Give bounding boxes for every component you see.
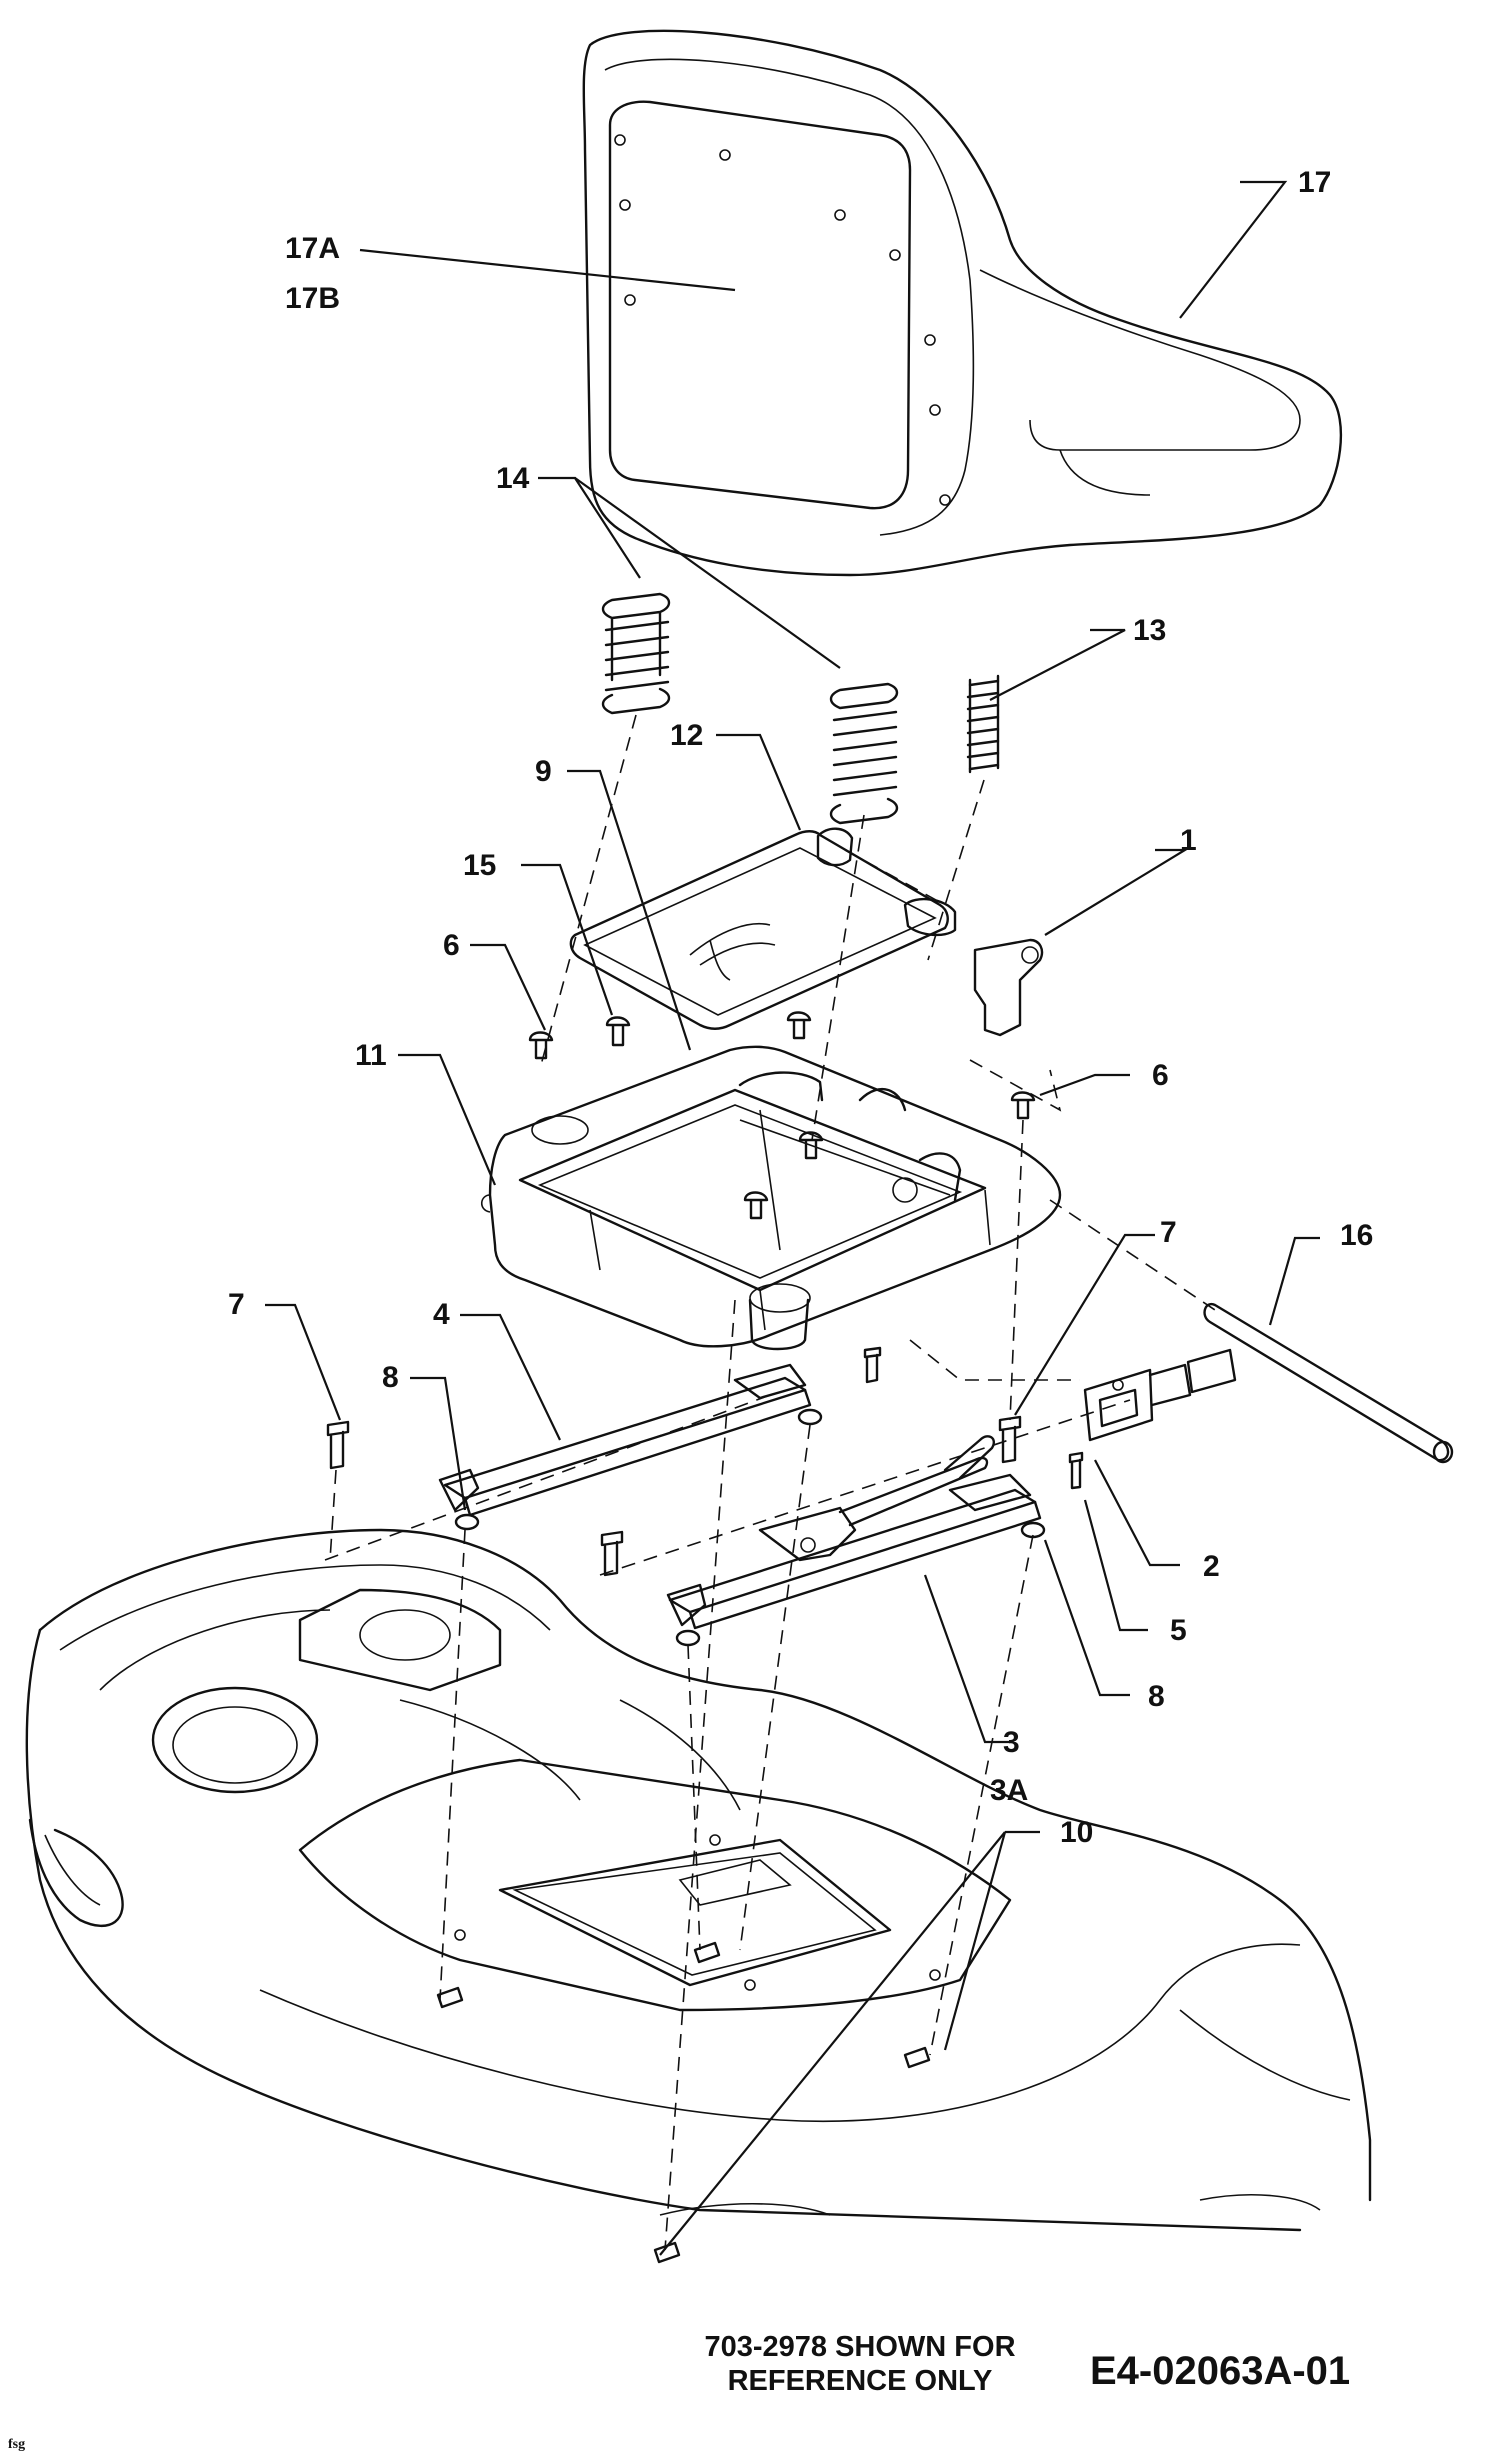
tractor-body <box>25 1528 1372 2264</box>
leader-lines <box>265 180 1320 2256</box>
reference-note-line-2: REFERENCE ONLY <box>727 2365 993 2397</box>
callout-13: 13 <box>1133 614 1166 647</box>
callout-17: 17 <box>1298 166 1331 199</box>
springs-part-14 <box>601 592 899 825</box>
callout-6-left: 6 <box>443 929 460 962</box>
callout-8-right: 8 <box>1148 1680 1165 1713</box>
callout-3a: 3A <box>990 1774 1028 1807</box>
assembly-lines <box>324 714 1216 2251</box>
spring-part-13 <box>966 674 1000 774</box>
callout-8-left: 8 <box>382 1361 399 1394</box>
reference-note: 703-2978 SHOWN FOR REFERENCE ONLY <box>640 2330 1080 2398</box>
drafter-initials: fsg <box>8 2437 26 2452</box>
callout-1: 1 <box>1180 824 1197 857</box>
seat-switch-part-2 <box>1083 1348 1237 1442</box>
callout-labels: 17 17A 17B 14 13 12 9 15 1 6 6 11 7 16 7… <box>228 166 1373 1849</box>
rod-part-16 <box>1203 1302 1454 1464</box>
callout-16: 16 <box>1340 1219 1373 1252</box>
callout-7-left: 7 <box>228 1288 245 1321</box>
drawing-number: E4-02063A-01 <box>1090 2349 1351 2393</box>
callout-7-right: 7 <box>1160 1216 1177 1249</box>
callout-11: 11 <box>355 1039 387 1072</box>
callout-3: 3 <box>1003 1726 1020 1759</box>
callout-4: 4 <box>433 1298 450 1331</box>
callout-5: 5 <box>1170 1614 1187 1647</box>
hinge-plate-part-12 <box>569 827 957 1030</box>
callout-14: 14 <box>496 462 530 495</box>
reference-note-line-1: 703-2978 SHOWN FOR <box>704 2331 1016 2363</box>
fasteners <box>326 1011 1084 1577</box>
slide-rail-part-3 <box>666 1435 1046 1647</box>
callout-6-right: 6 <box>1152 1059 1169 1092</box>
callout-15: 15 <box>463 849 496 882</box>
bracket-part-1 <box>973 938 1044 1037</box>
slide-rail-part-4 <box>438 1363 823 1531</box>
callout-9: 9 <box>535 755 552 788</box>
seat-part-17 <box>582 29 1343 577</box>
callout-12: 12 <box>670 719 703 752</box>
seat-pan-part-11 <box>480 1045 1062 1351</box>
callout-17a: 17A <box>285 232 340 265</box>
callout-2: 2 <box>1203 1550 1220 1583</box>
callout-10: 10 <box>1060 1816 1093 1849</box>
callout-17b: 17B <box>285 282 340 315</box>
